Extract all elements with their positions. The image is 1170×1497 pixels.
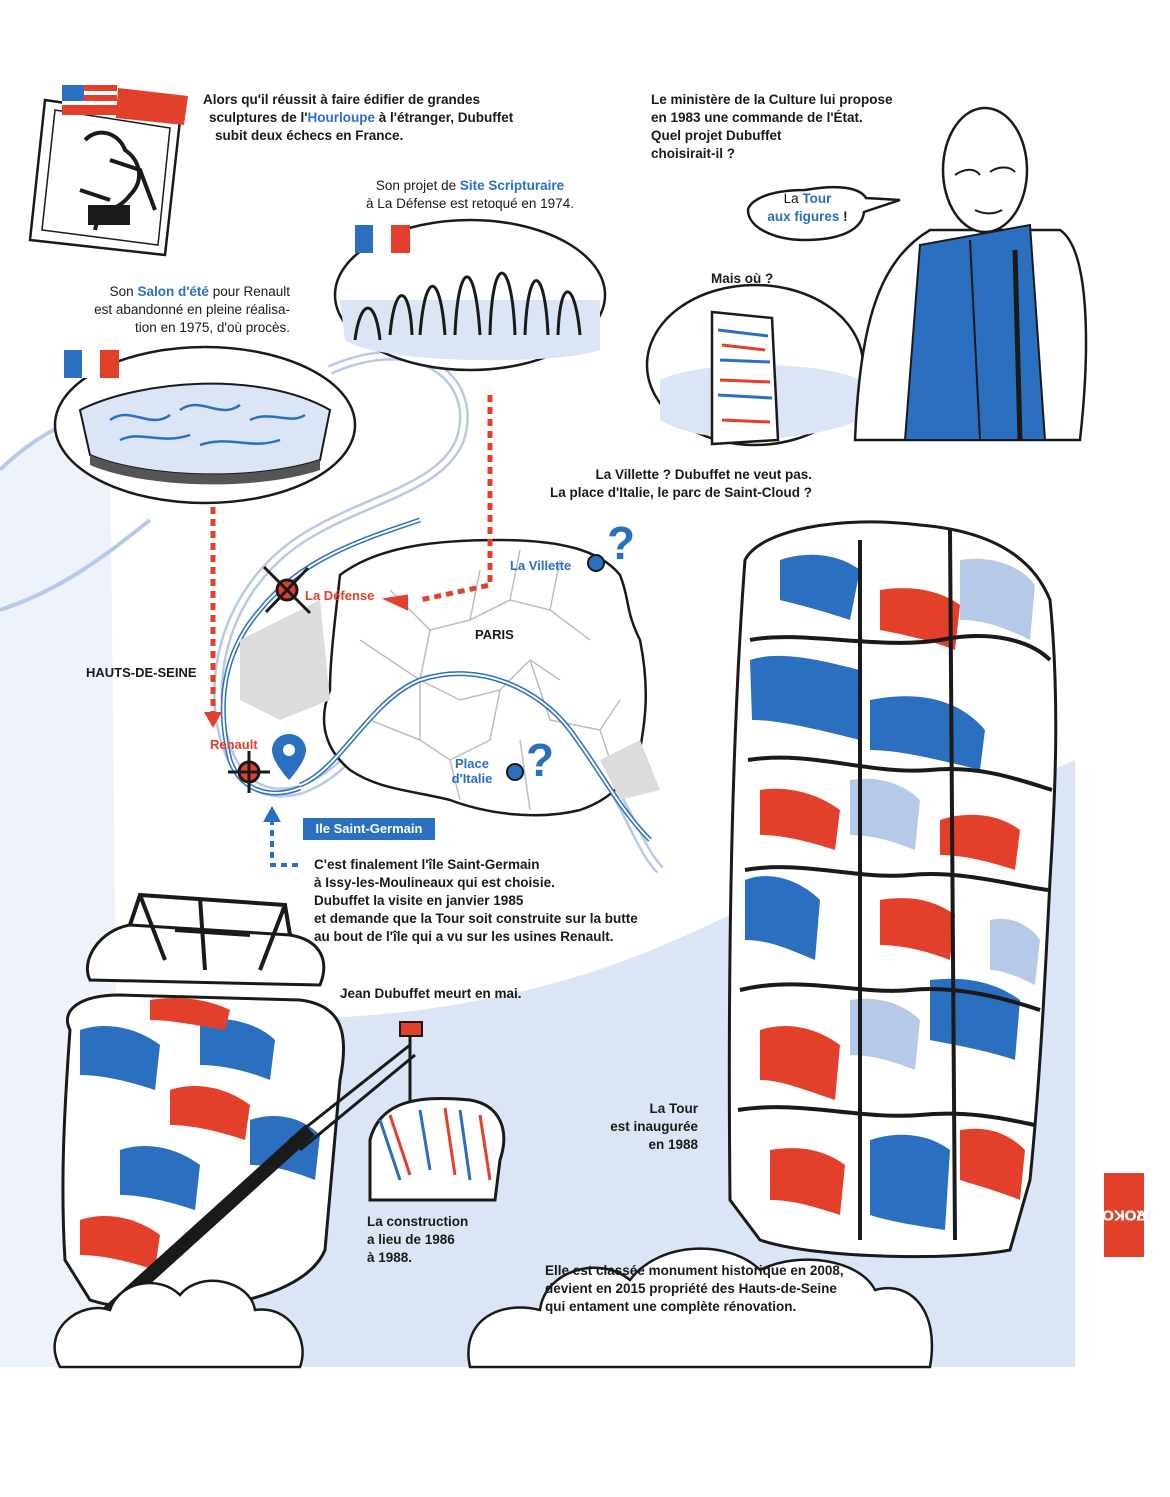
location-pin-icon: [272, 734, 306, 780]
map-label-renault: Renault: [210, 737, 258, 752]
classee-text: Elle est classée monument historique en …: [545, 1263, 844, 1314]
map-label-place-italie: Place d'Italie: [451, 756, 493, 786]
question-mark-villette: ?: [607, 517, 636, 569]
villette-question-text: La Villette ? Dubuffet ne veut pas. La p…: [549, 467, 812, 500]
site-scripturaire-text: Son projet de Site Scripturaire à La Déf…: [366, 178, 574, 211]
construction-text: La construction a lieu de 1986 à 1988.: [367, 1214, 469, 1265]
tower-thumbnail-illustration: [645, 283, 865, 447]
meurt-text: Jean Dubuffet meurt en mai.: [340, 986, 522, 1001]
inauguree-text: La Tour est inaugurée en 1988: [610, 1101, 698, 1152]
map-label-hauts-de-seine: HAUTS-DE-SEINE: [86, 665, 197, 680]
site-scripturaire-illustration: [333, 218, 607, 372]
book-illustration: [28, 85, 188, 257]
tour-aux-figures-illustration: [727, 520, 1058, 1259]
flag-usa-icon: [62, 85, 117, 115]
ile-saint-germain-badge: Ile Saint-Germain: [303, 818, 435, 840]
ministere-text: Le ministère de la Culture lui propose e…: [651, 92, 893, 161]
crossed-target-icon: [262, 565, 312, 615]
speech-bubble-text: La Tour aux figures !: [767, 191, 848, 224]
flag-france-icon: [355, 225, 410, 253]
salon-ete-text: Son Salon d'été pour Renault est abandon…: [94, 284, 290, 335]
portrait-illustration: [853, 106, 1088, 442]
map-label-paris: PARIS: [475, 627, 514, 642]
flag-france-icon: [64, 350, 119, 378]
logo-line-2: VOKO: [1101, 1206, 1147, 1224]
mais-ou-text: Mais où ?: [711, 271, 774, 286]
map-label-la-defense: La Défense: [305, 588, 375, 603]
finalement-text: C'est finalement l'île Saint-Germain à I…: [314, 857, 638, 944]
salon-ete-illustration: [53, 345, 357, 505]
map-label-la-villette: La Villette: [510, 558, 572, 573]
tower-construction-illustration: [53, 892, 506, 1369]
intro-text: Alors qu'il réussit à faire édifier de g…: [203, 92, 514, 143]
question-mark-italie: ?: [526, 734, 555, 786]
